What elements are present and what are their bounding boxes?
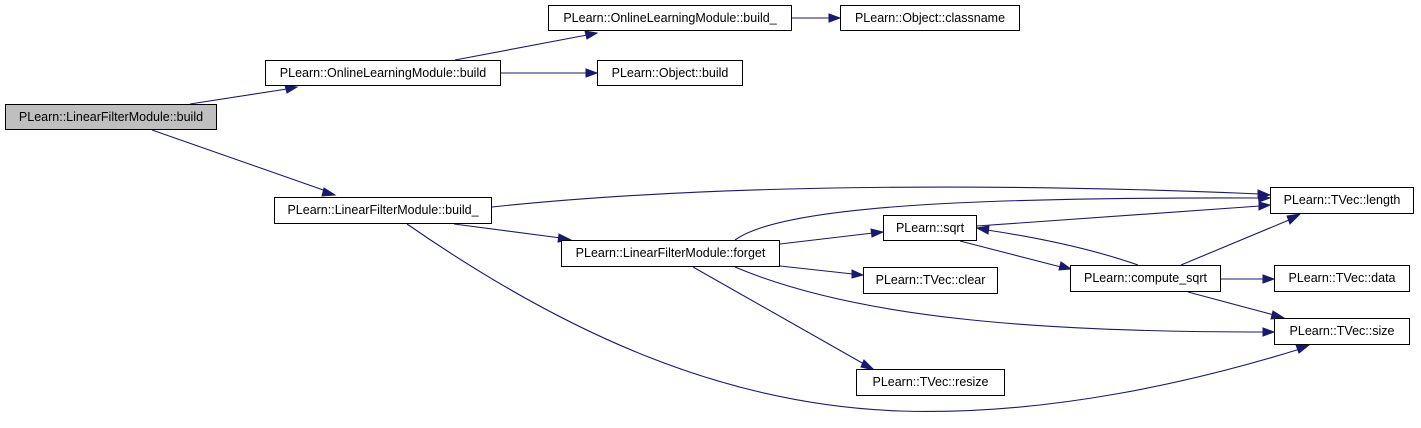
node-lfm-forget[interactable]: PLearn::LinearFilterModule::forget (561, 240, 780, 267)
edge-compute_sqrt-to-tvec_size (1187, 291, 1286, 320)
edge-lfm_forget-to-tvec_size (734, 266, 1276, 337)
node-lfm-build-[interactable]: PLearn::LinearFilterModule::build_ (274, 197, 492, 224)
edge-line (734, 266, 1265, 333)
node-label: PLearn::Object::build (611, 65, 729, 80)
node-tvec-length[interactable]: PLearn::TVec::length (1270, 187, 1414, 214)
edge-olm_build-to-obj_build (501, 68, 599, 78)
arrowhead-icon (584, 30, 599, 40)
edge-line (453, 223, 562, 239)
node-compute-sqrt[interactable]: PLearn::compute_sqrt (1070, 265, 1221, 292)
node-tvec-size[interactable]: PLearn::TVec::size (1274, 318, 1410, 345)
edge-lfm_forget-to-sqrt (779, 228, 885, 245)
node-label: PLearn::TVec::data (1288, 271, 1396, 286)
node-lfm-build: PLearn::LinearFilterModule::build (5, 104, 217, 130)
edge-compute_sqrt-to-tvec_length (1180, 213, 1302, 266)
edge-line (692, 266, 865, 365)
edge-sqrt-to-tvec_length (976, 201, 1272, 227)
edge-line (779, 232, 874, 245)
arrowhead-icon (1262, 274, 1276, 284)
edge-lfm_build-to-olm_build (189, 84, 299, 105)
edge-line (189, 88, 288, 105)
node-label: PLearn::OnlineLearningModule::build_ (563, 10, 777, 25)
edge-lfm_forget-to-tvec_resize (692, 266, 876, 371)
node-obj-classname[interactable]: PLearn::Object::classname (840, 5, 1020, 31)
edge-lfm_forget-to-tvec_clear (779, 265, 865, 279)
arrowhead-icon (284, 84, 299, 94)
arrowhead-icon (1258, 201, 1272, 211)
node-label: PLearn::TVec::size (1289, 324, 1395, 339)
arrowhead-icon (585, 68, 599, 78)
arrowhead-icon (1257, 193, 1272, 203)
node-olm-build-[interactable]: PLearn::OnlineLearningModule::build_ (548, 5, 792, 31)
node-tvec-clear[interactable]: PLearn::TVec::clear (863, 267, 998, 294)
arrowhead-icon (828, 13, 842, 23)
arrowhead-icon (1286, 213, 1302, 225)
edge-lfm_build_-to-tvec_length (491, 186, 1272, 208)
node-label: PLearn::TVec::clear (875, 273, 986, 288)
node-label: PLearn::Object::classname (854, 10, 1006, 25)
edge-line (779, 265, 854, 275)
edge-olm_build_-to-obj_classname (792, 13, 842, 23)
node-label: PLearn::LinearFilterModule::build_ (287, 203, 479, 218)
arrowhead-icon (1058, 261, 1073, 271)
edge-lfm_build_-to-tvec_size (406, 223, 1311, 412)
node-label: PLearn::TVec::resize (872, 375, 989, 390)
node-label: PLearn::TVec::length (1283, 193, 1401, 208)
node-obj-build[interactable]: PLearn::Object::build (597, 60, 743, 86)
edge-line (406, 223, 1301, 412)
edge-line (959, 240, 1062, 268)
arrowhead-icon (1262, 327, 1276, 337)
edge-olm_build-to-olm_build_ (454, 30, 599, 61)
edge-compute_sqrt-to-tvec_data (1221, 274, 1276, 284)
edge-line (734, 197, 1261, 241)
edge-lfm_build-to-lfm_build_ (151, 129, 337, 197)
node-label: PLearn::OnlineLearningModule::build (279, 65, 487, 80)
edge-line (491, 186, 1261, 208)
arrowhead-icon (321, 187, 337, 197)
node-label: PLearn::LinearFilterModule::forget (575, 246, 766, 261)
node-label: PLearn::LinearFilterModule::build (18, 109, 204, 124)
arrowhead-icon (860, 359, 876, 371)
node-sqrt[interactable]: PLearn::sqrt (883, 215, 977, 241)
node-olm-build[interactable]: PLearn::OnlineLearningModule::build (265, 60, 501, 86)
edge-line (1187, 291, 1275, 316)
node-label: PLearn::compute_sqrt (1084, 271, 1207, 286)
edge-line (1180, 219, 1290, 266)
edge-line (454, 34, 588, 61)
node-tvec-resize[interactable]: PLearn::TVec::resize (856, 369, 1005, 396)
node-label: PLearn::sqrt (895, 220, 965, 235)
edge-compute_sqrt-to-sqrt (975, 225, 1139, 266)
edge-line (986, 229, 1139, 266)
arrowhead-icon (851, 269, 865, 279)
edge-lfm_forget-to-tvec_length (734, 193, 1272, 241)
node-tvec-data[interactable]: PLearn::TVec::data (1274, 265, 1410, 292)
edge-lfm_build_-to-lfm_forget (453, 223, 573, 243)
arrowhead-icon (1295, 344, 1311, 354)
edge-line (976, 205, 1261, 227)
edge-sqrt-to-compute_sqrt (959, 240, 1073, 271)
edge-line (151, 129, 330, 193)
arrowhead-icon (975, 225, 990, 235)
arrowhead-icon (870, 228, 885, 238)
